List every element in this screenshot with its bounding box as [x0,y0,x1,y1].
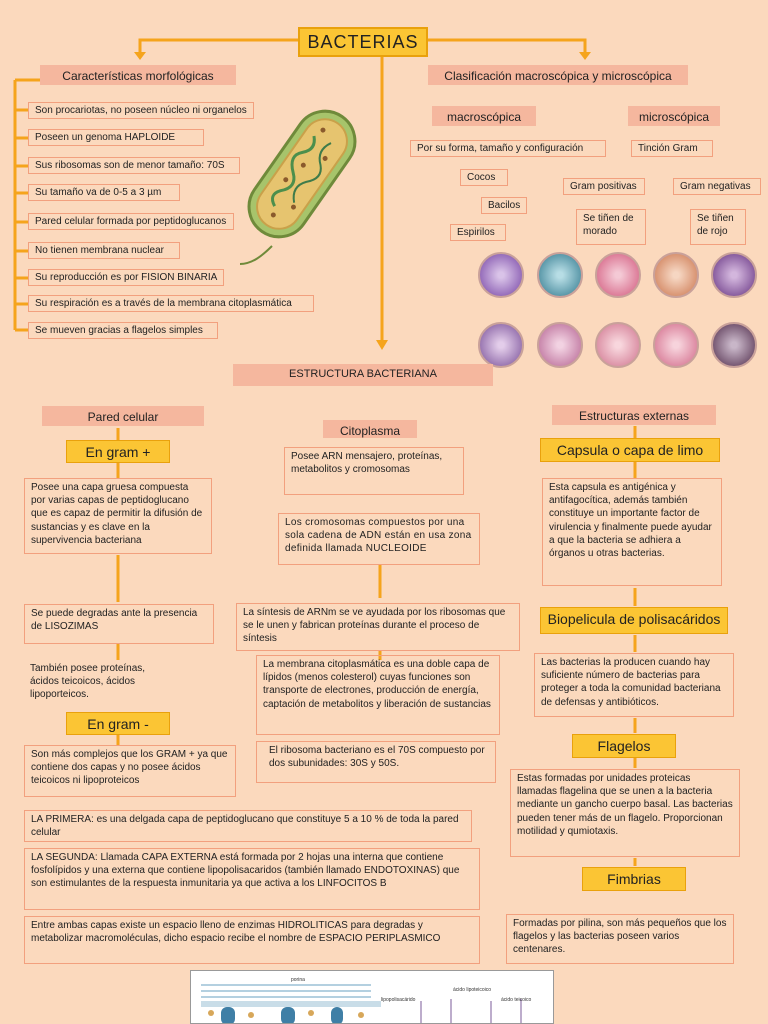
classification-header: Clasificación macroscópica y microscópic… [428,65,688,85]
macroscopic-criterion: Por su forma, tamaño y configuración [410,140,606,157]
cell-wall-diagram-graphic: porina lipopolisacárido ácido lipoteicoi… [201,977,532,1023]
micrograph-image [653,322,699,368]
cytoplasm-header: Citoplasma [323,420,417,438]
periplasmic-note: Entre ambas capas existe un espacio llen… [24,916,480,964]
morphology-item: No tienen membrana nuclear [28,242,180,259]
proteins-note: También posee proteínas, ácidos teicoico… [30,663,146,701]
shape-bacilos: Bacilos [481,197,527,214]
gram-negative-description: Son más complejos que los GRAM + ya que … [24,745,236,797]
morphology-item: Se mueven gracias a flagelos simples [28,322,218,339]
biofilm-label: Biopelicula de polisacáridos [540,607,728,634]
flagella-description: Estas formadas por unidades proteicas ll… [510,769,740,857]
nucleoid-note: Los cromosomas compuestos por una sola c… [278,513,480,565]
mrna-synthesis-note: La síntesis de ARNm se ve ayudada por lo… [236,603,520,651]
cell-wall-header: Pared celular [42,406,204,426]
capsule-description: Esta capsula es antigénica y antifagocít… [542,478,722,586]
micrograph-image [478,322,524,368]
morphology-item: Poseen un genoma HAPLOIDE [28,129,204,146]
flagella-label: Flagelos [572,734,676,758]
first-layer-note: LA PRIMERA: es una delgada capa de pepti… [24,810,472,842]
diagram-label-teichoic: ácido teicoico [501,997,532,1003]
external-structures-header: Estructuras externas [552,405,716,425]
diagram-label-lps: lipopolisacárido [381,997,416,1003]
morphology-item: Son procariotas, no poseen núcleo ni org… [28,102,254,119]
structure-header: ESTRUCTURA BACTERIANA [233,364,493,386]
morphology-item: Pared celular formada por peptidoglucano… [28,213,234,230]
gram-stain: Tinción Gram [631,140,713,157]
fimbriae-description: Formadas por pilina, son más pequeños qu… [506,914,734,964]
gram-positive-description: Posee una capa gruesa compuesta por vari… [24,478,212,554]
micrograph-image [595,322,641,368]
diagram-label-lipoteichoic: ácido lipoteicoico [453,987,491,993]
morphology-item: Su tamaño va de 0-5 a 3 µm [28,184,180,201]
micrograph-image [653,252,699,298]
morphology-header: Características morfológicas [40,65,236,85]
cell-wall-diagram: porina lipopolisacárido ácido lipoteicoi… [190,970,554,1024]
micrograph-image [595,252,641,298]
morphology-item: Sus ribosomas son de menor tamaño: 70S [28,157,240,174]
micrograph-image [711,252,757,298]
micrograph-image [537,322,583,368]
gram-negative-color: Se tiñen de rojo [690,209,746,245]
cytoplasmic-membrane-note: La membrana citoplasmática es una doble … [256,655,500,735]
gram-positive-color: Se tiñen de morado [576,209,646,245]
gram-positive: Gram positivas [563,178,645,195]
bacterium-illustration [239,109,357,265]
gram-negative: Gram negativas [673,178,761,195]
shape-cocos: Cocos [460,169,508,186]
macroscopic-header: macroscópica [432,106,536,126]
microscopic-header: microscópica [628,106,720,126]
fimbriae-label: Fimbrias [582,867,686,891]
gram-negative-label: En gram - [66,712,170,735]
diagram-label-porin: porina [291,977,305,983]
morphology-item: Su respiración es a través de la membran… [28,295,314,312]
micrograph-image [711,322,757,368]
cytoplasm-contents: Posee ARN mensajero, proteínas, metaboli… [284,447,464,495]
ribosome-note: El ribosoma bacteriano es el 70S compues… [256,741,496,783]
biofilm-description: Las bacterias la producen cuando hay suf… [534,653,734,717]
page-title: BACTERIAS [298,27,428,57]
capsule-label: Capsula o capa de limo [540,438,720,462]
micrograph-image [478,252,524,298]
shape-espirilos: Espirilos [450,224,506,241]
morphology-item: Su reproducción es por FISION BINARIA [28,269,224,286]
second-layer-note: LA SEGUNDA: Llamada CAPA EXTERNA está fo… [24,848,480,910]
micrograph-image [537,252,583,298]
gram-positive-label: En gram + [66,440,170,463]
lysozyme-note: Se puede degradas ante la presencia de L… [24,604,214,644]
